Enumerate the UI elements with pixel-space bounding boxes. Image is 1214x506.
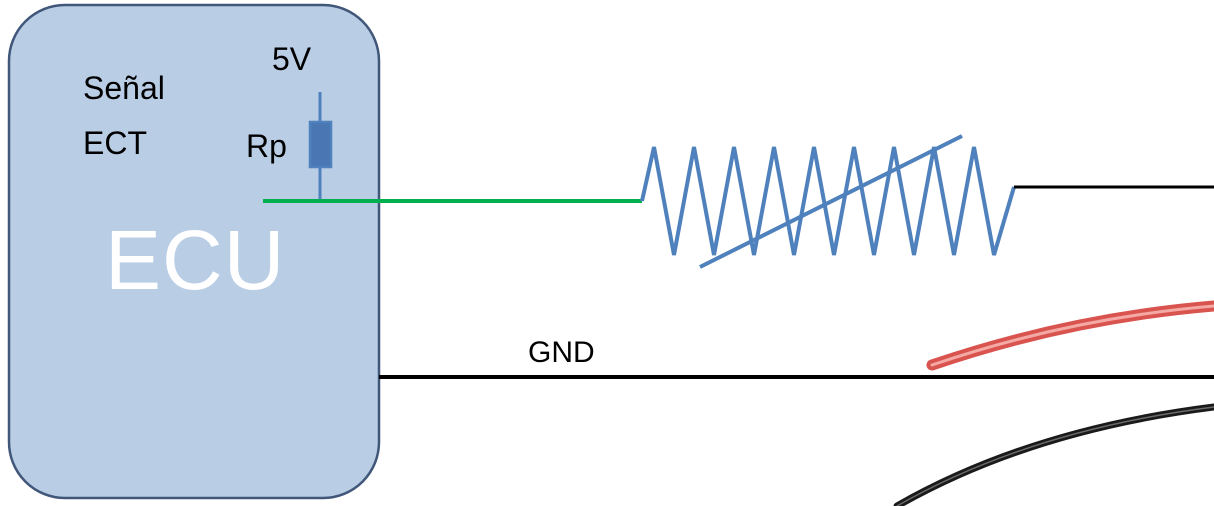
red-wire-outer <box>926 300 1214 371</box>
signal-label-line1: Señal <box>83 70 165 106</box>
thermistor-zigzag <box>640 146 1016 256</box>
black-harness-wire <box>893 403 1214 506</box>
pullup-resistor-label: Rp <box>246 128 287 164</box>
red-wire-core <box>930 304 1214 367</box>
supply-voltage-label: 5V <box>272 41 312 77</box>
ground-label: GND <box>528 336 595 369</box>
red-harness-wire <box>926 300 1214 371</box>
ecu-box <box>7 3 381 500</box>
thermistor-variable-line <box>699 134 963 269</box>
pullup-resistor-icon <box>308 120 333 169</box>
signal-label-line2: ECT <box>83 125 147 161</box>
black-wire-core <box>896 406 1214 506</box>
black-wire-outer <box>893 403 1214 506</box>
ntc-thermistor-icon <box>640 134 1016 269</box>
ecu-title: ECU <box>105 213 286 307</box>
